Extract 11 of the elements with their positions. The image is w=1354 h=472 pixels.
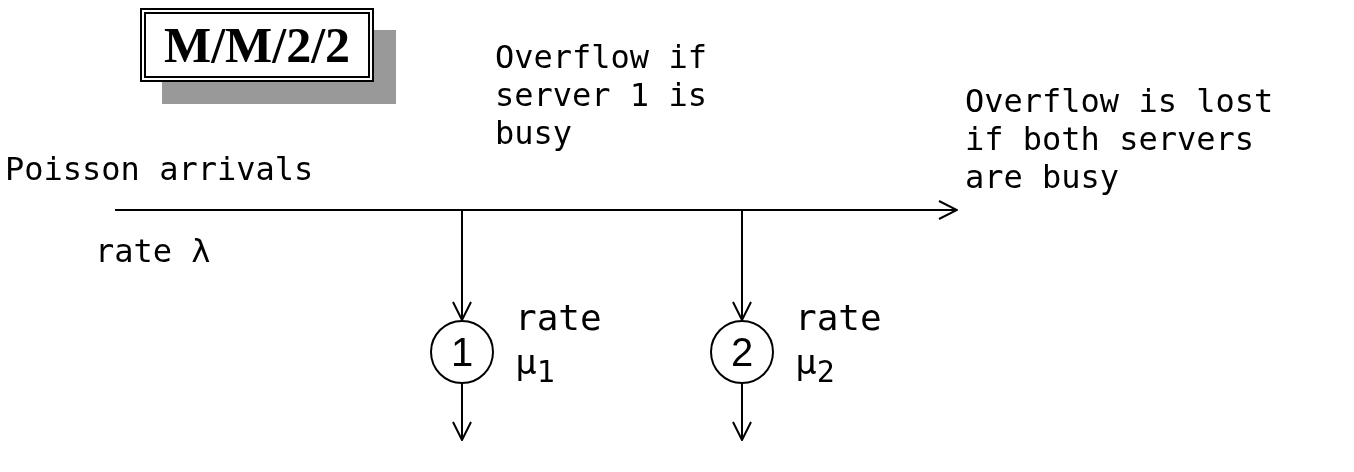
server-circle: 1 (430, 320, 494, 384)
arrow (732, 383, 752, 441)
rate-label: rate μ$_{2}$ (795, 296, 883, 392)
arrow (452, 383, 472, 441)
arrow (114, 200, 958, 220)
note-text: Overflow if server 1 is busy (495, 38, 708, 152)
node-text: Poisson arrivals (5, 150, 315, 188)
node-text: Overflow is lost if both servers are busy (965, 82, 1275, 196)
rate-label: rate μ$_{1}$ (515, 296, 603, 392)
server-circle: 2 (710, 320, 774, 384)
node-text: rate λ (94, 232, 212, 270)
